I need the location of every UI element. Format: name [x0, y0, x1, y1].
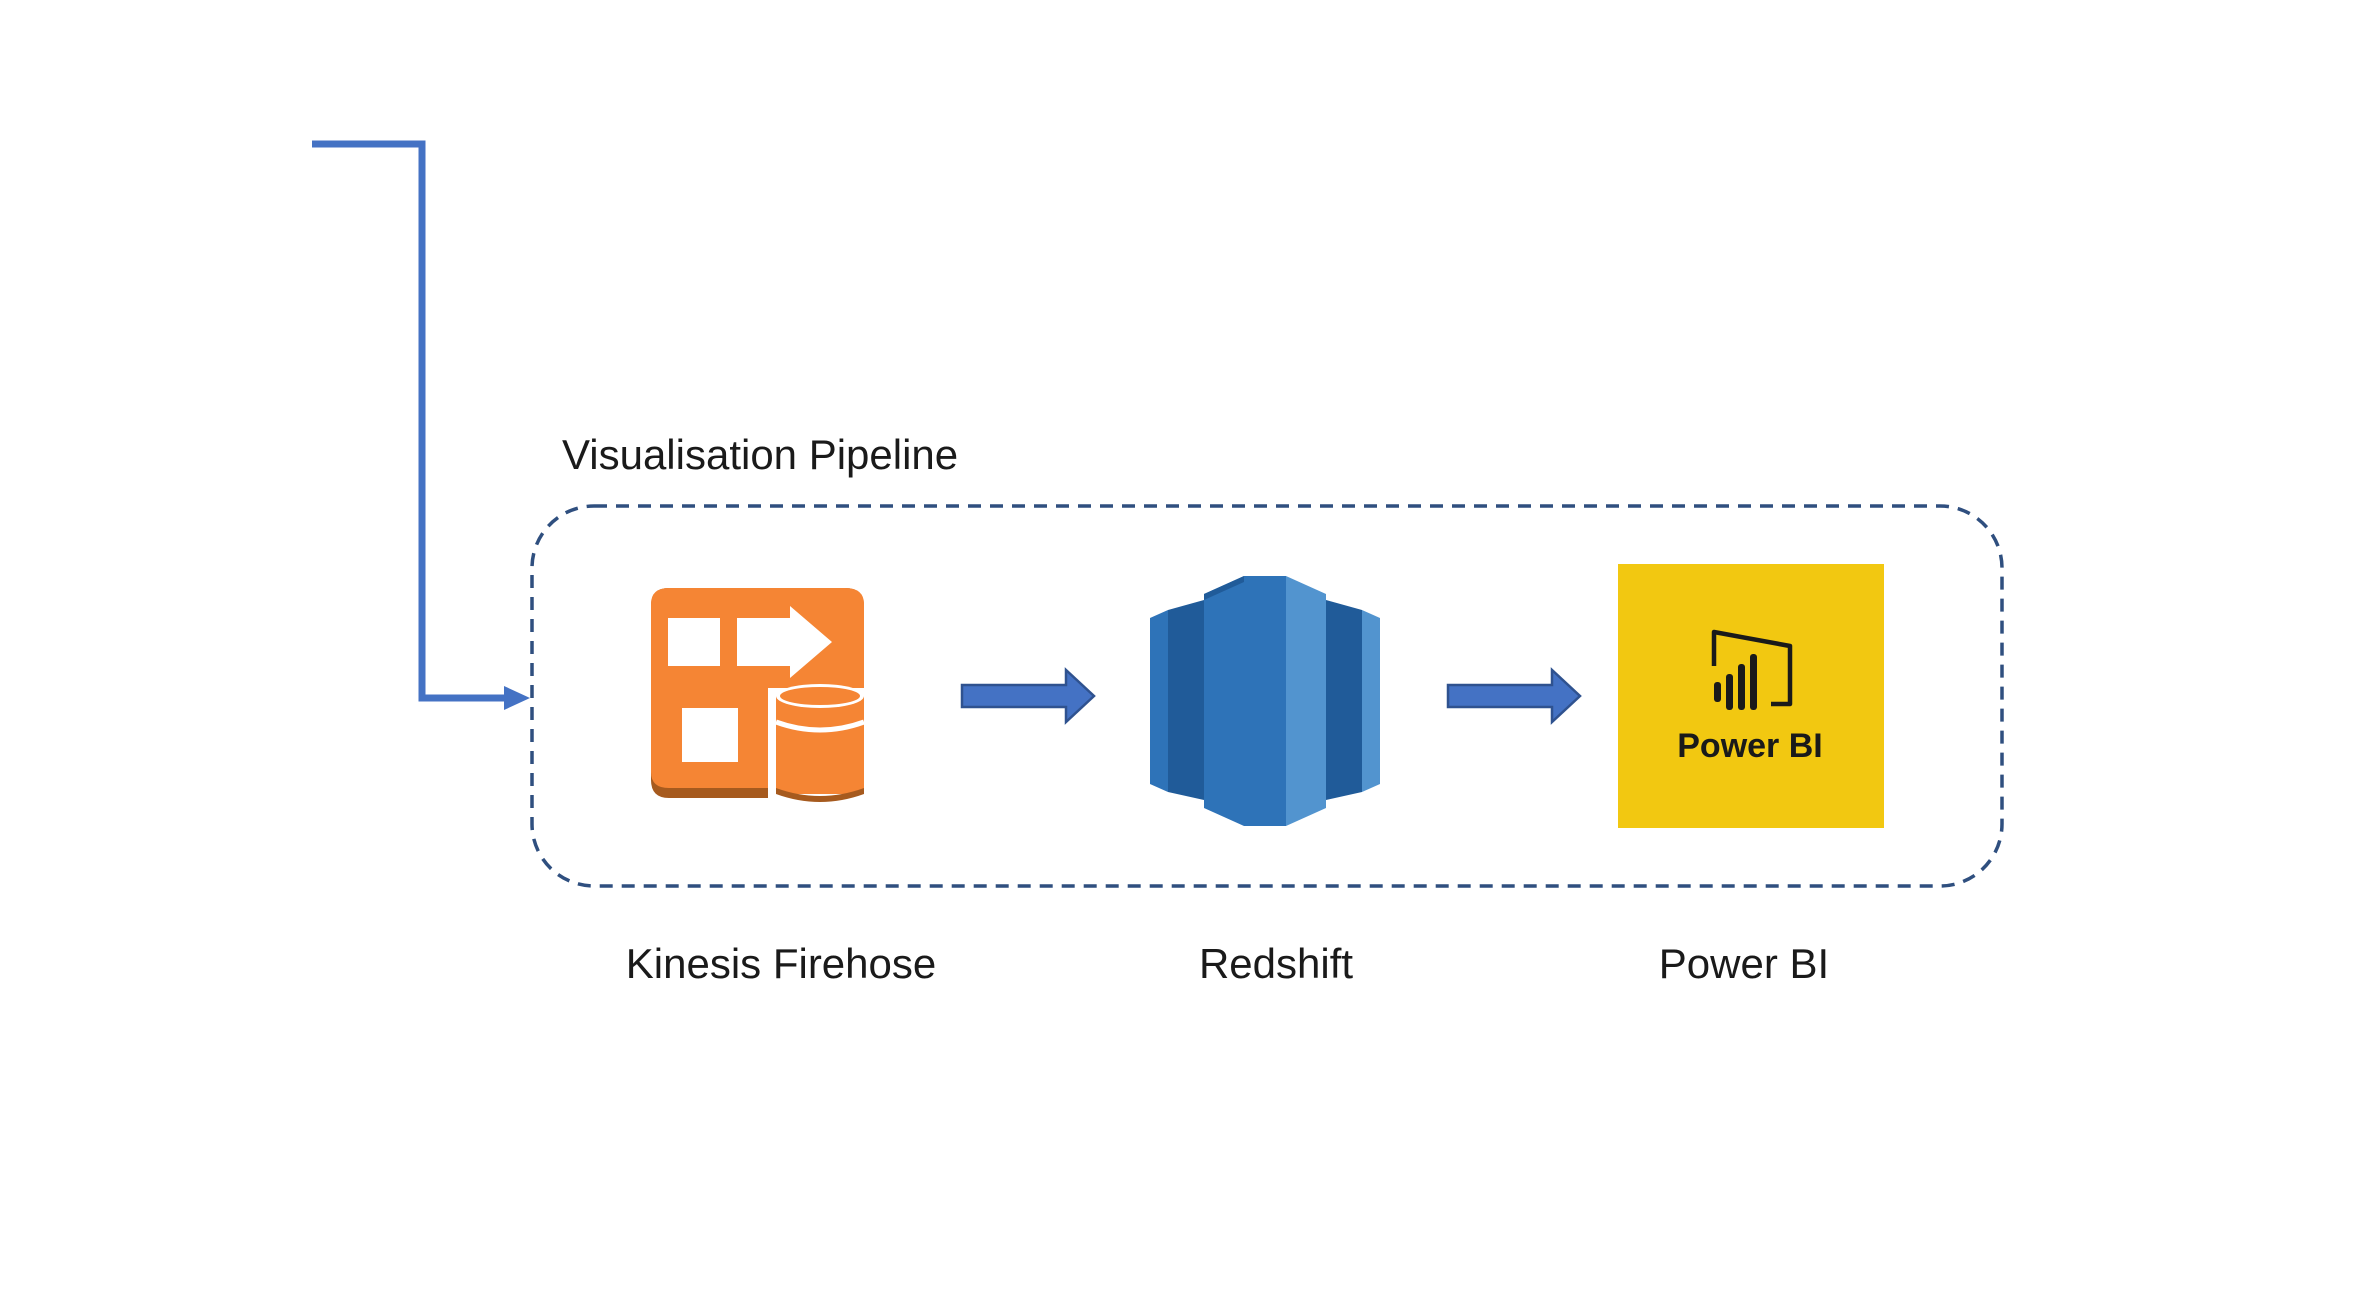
arrow-redshift-to-powerbi: [1446, 667, 1582, 725]
node-label-kinesis-firehose: Kinesis Firehose: [625, 940, 937, 987]
kinesis-firehose-icon: [651, 588, 865, 802]
arrow-firehose-to-redshift: [960, 667, 1096, 725]
power-bi-logo-text: Power BI: [1677, 727, 1822, 765]
power-bi-chart-glyph: [1711, 629, 1793, 710]
visualisation-pipeline-group: [530, 504, 2004, 888]
power-bi-icon: Power BI: [1618, 564, 1884, 828]
group-title: Visualisation Pipeline: [562, 431, 959, 478]
redshift-icon: [1150, 576, 1380, 826]
incoming-connector: [312, 140, 530, 710]
node-label-redshift: Redshift: [1198, 940, 1354, 987]
node-label-power-bi: Power BI: [1658, 940, 1830, 987]
